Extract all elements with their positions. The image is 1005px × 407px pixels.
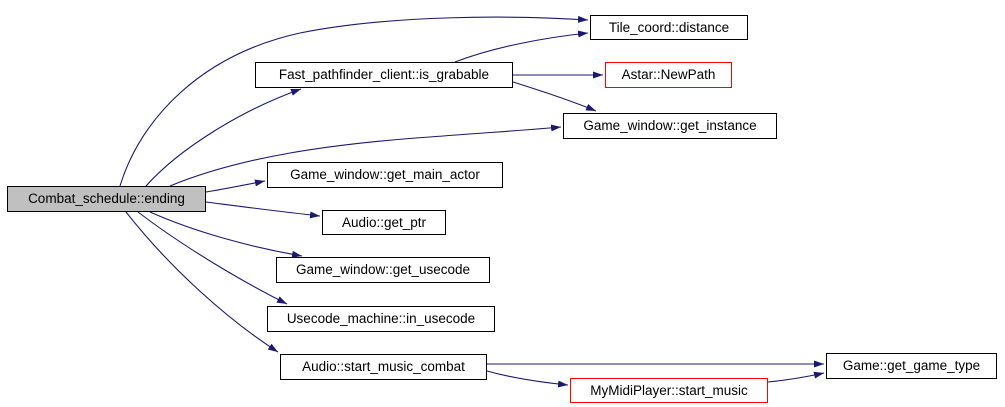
node-get_main_actor[interactable]: Game_window::get_main_actor xyxy=(267,162,503,188)
edge-ending-to-get_usecode xyxy=(149,211,303,258)
node-get_instance[interactable]: Game_window::get_instance xyxy=(563,113,777,139)
node-tile_distance[interactable]: Tile_coord::distance xyxy=(590,15,748,40)
node-newpath[interactable]: Astar::NewPath xyxy=(605,62,732,88)
node-in_usecode[interactable]: Usecode_machine::in_usecode xyxy=(267,306,495,332)
edge-ending-to-tile_distance xyxy=(119,15,589,187)
node-get_game_type[interactable]: Game::get_game_type xyxy=(826,353,997,379)
edge-is_grabable-to-get_instance xyxy=(512,81,597,112)
node-get_usecode[interactable]: Game_window::get_usecode xyxy=(276,257,490,283)
edge-ending-to-is_grabable xyxy=(145,88,302,187)
node-is_grabable[interactable]: Fast_pathfinder_client::is_grabable xyxy=(255,62,513,88)
edge-ending-to-get_ptr xyxy=(205,201,321,219)
edge-ending-to-in_usecode xyxy=(137,211,288,305)
node-ending: Combat_schedule::ending xyxy=(7,186,206,212)
edge-is_grabable-to-tile_distance xyxy=(454,30,589,63)
node-get_ptr[interactable]: Audio::get_ptr xyxy=(322,210,446,235)
node-start_music_combat[interactable]: Audio::start_music_combat xyxy=(280,354,487,380)
edge-ending-to-start_music_combat xyxy=(125,211,279,353)
edge-start_music_combat-to-start_music xyxy=(486,370,569,388)
edge-ending-to-get_main_actor xyxy=(205,179,266,193)
node-start_music[interactable]: MyMidiPlayer::start_music xyxy=(570,378,768,403)
edge-ending-to-get_instance xyxy=(169,124,562,187)
edge-start_music-to-get_game_type xyxy=(767,371,825,383)
